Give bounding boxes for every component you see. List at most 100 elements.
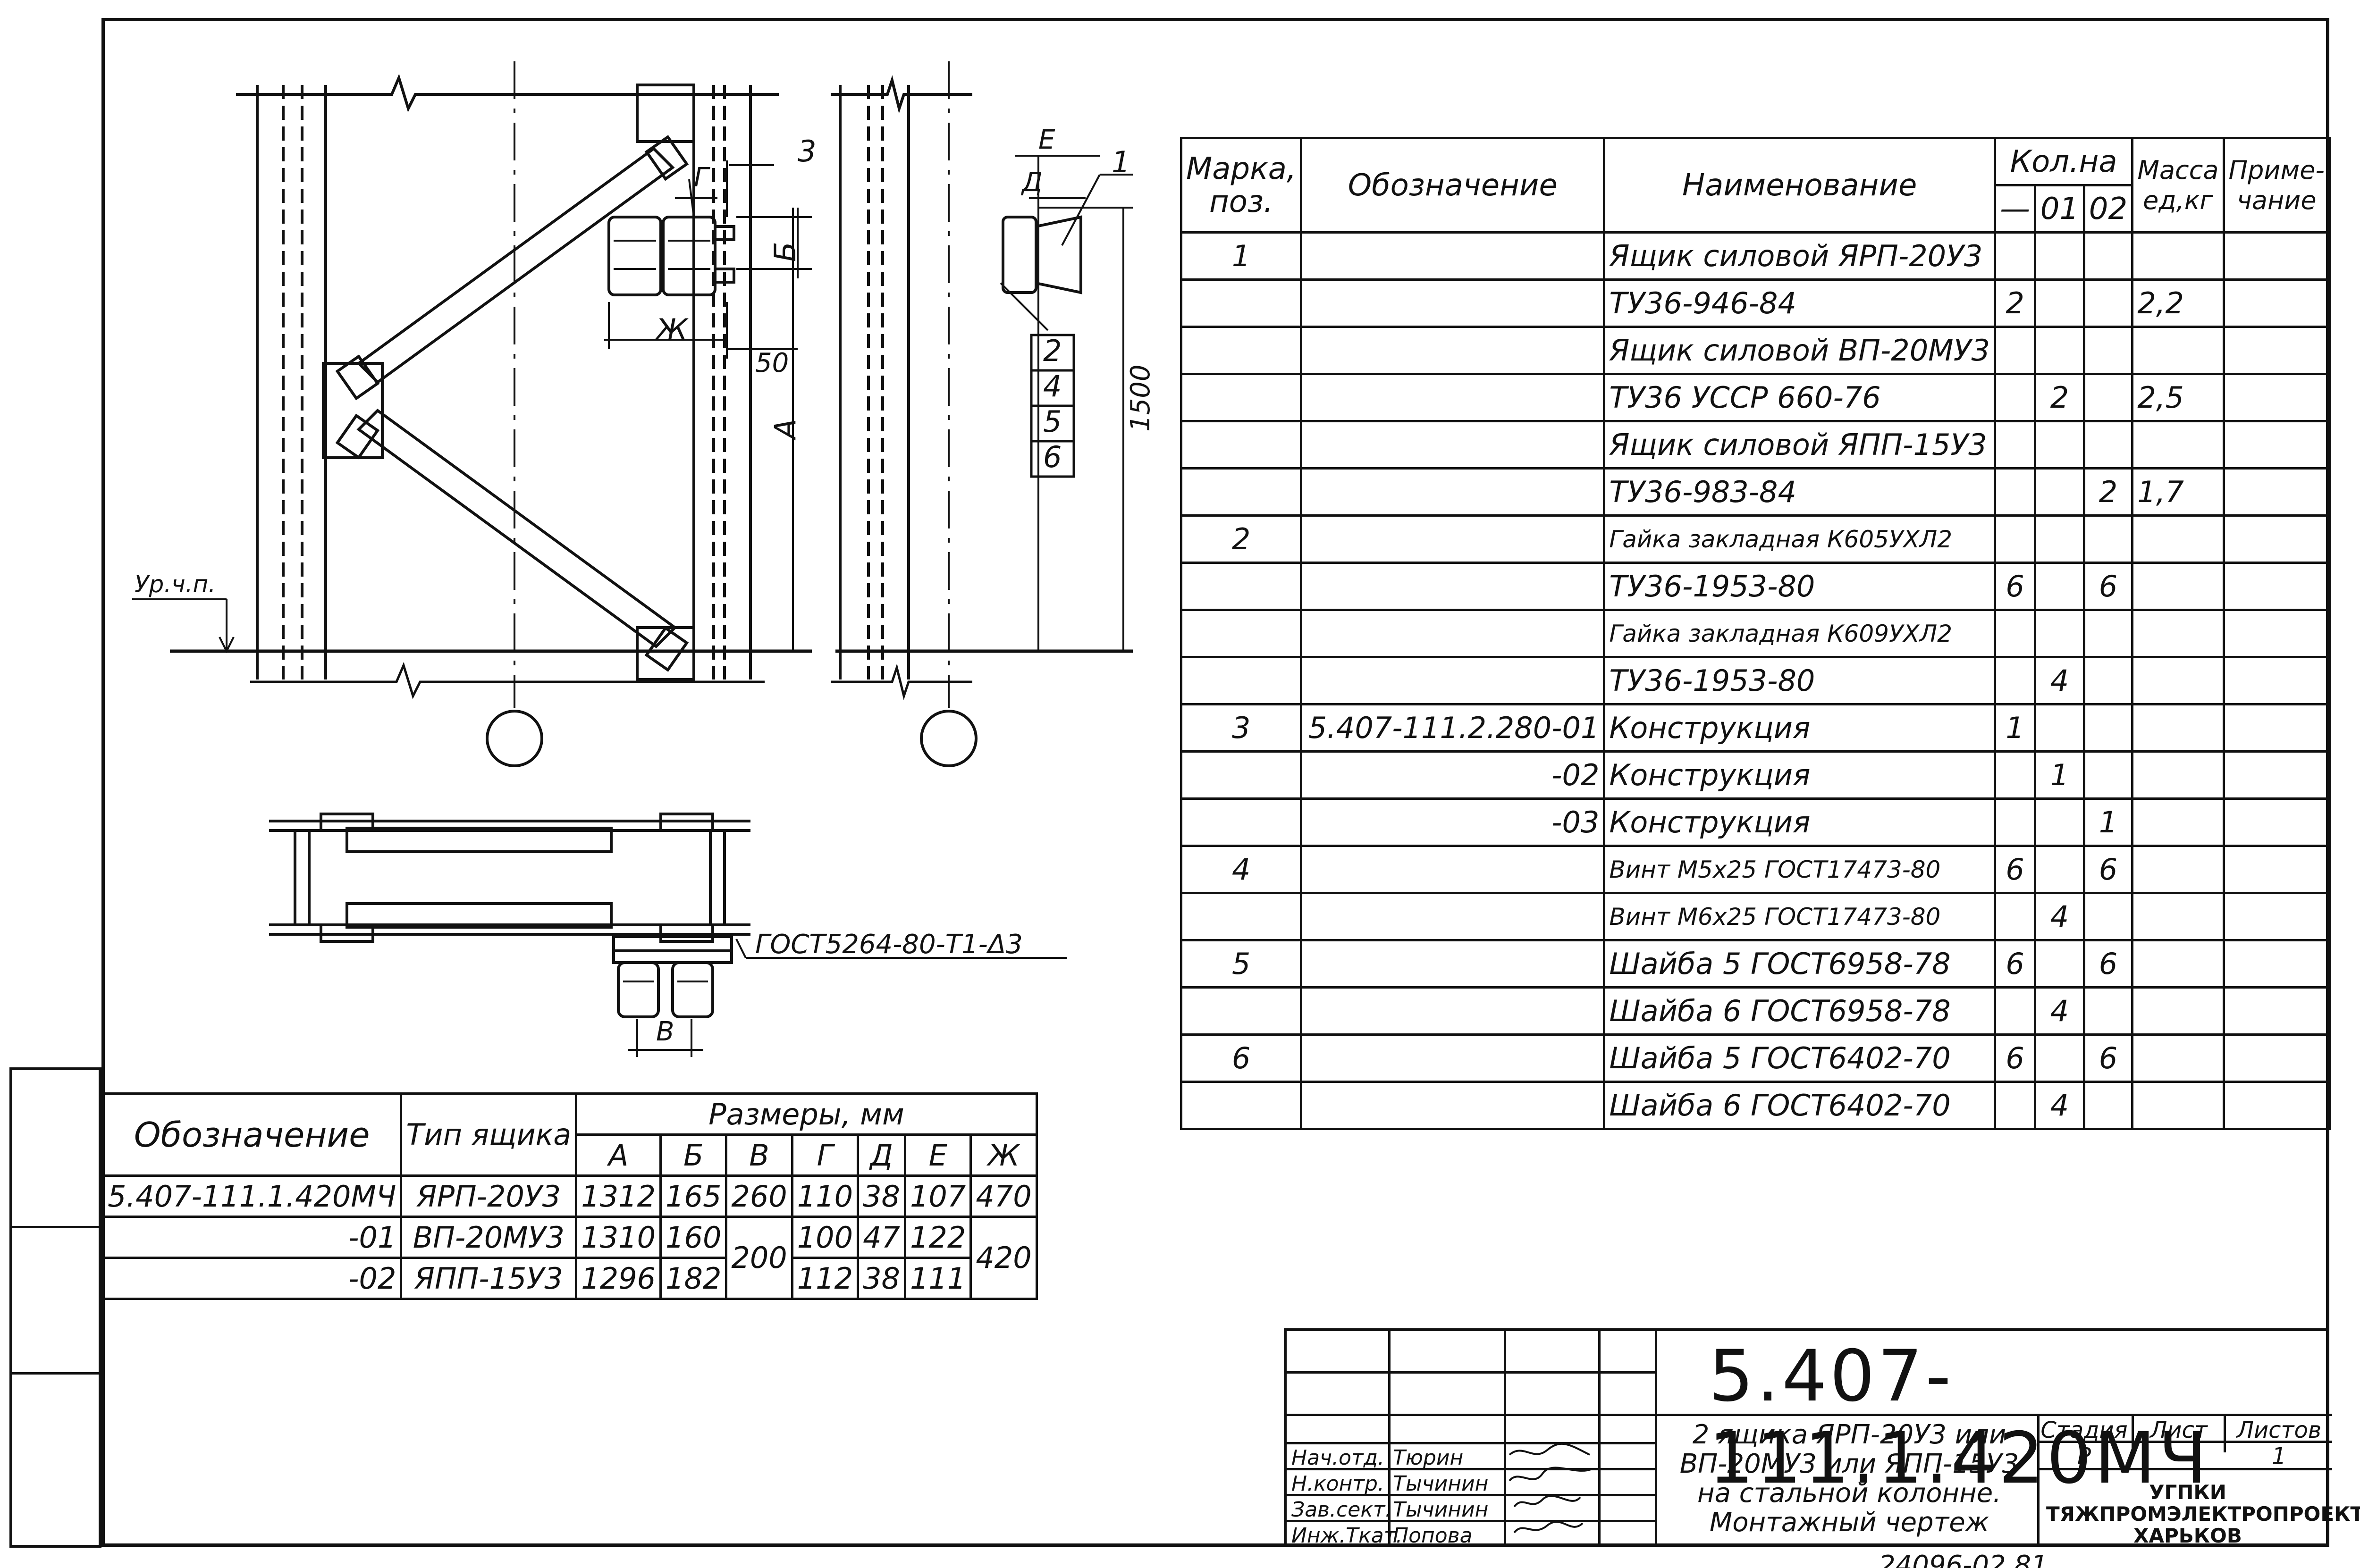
col-mass: Масса ед,кг — [2131, 137, 2225, 234]
plan-section: ГОСТ5264-80-Т1-Δ3 В — [269, 813, 1067, 1057]
spec-qty-base — [1993, 514, 2037, 564]
sizes-e: 122 — [903, 1216, 972, 1259]
org-line-1: УГПКИ — [2149, 1481, 2226, 1504]
spec-note — [2222, 467, 2331, 517]
spec-qty-base — [1993, 326, 2037, 375]
spec-qty-02 — [2082, 609, 2134, 658]
spec-qty-02 — [2082, 326, 2134, 375]
spec-note — [2222, 609, 2331, 658]
callout-1: 1 — [1112, 145, 1130, 179]
spec-designation — [1300, 467, 1606, 517]
spec-designation — [1300, 986, 1606, 1036]
spec-name: Гайка закладная К609УХЛ2 — [1603, 609, 1996, 658]
spec-qty-02: 2 — [2082, 467, 2134, 517]
sizes-row: -01 ВП-20МУ3 1310 160 200 100 47 122 420 — [101, 1216, 1038, 1300]
spec-qty-base: 6 — [1993, 1033, 2037, 1083]
spec-qty-01 — [2034, 420, 2085, 470]
spec-name: ТУ36-1953-80 — [1603, 562, 1996, 611]
spec-note — [2222, 939, 2331, 989]
callout-4: 4 — [1043, 369, 1062, 403]
spec-qty-01: 4 — [2034, 986, 2085, 1036]
spec-qty-02 — [2082, 231, 2134, 281]
spec-mark: 3 — [1180, 703, 1303, 753]
spec-note — [2222, 420, 2331, 470]
spec-designation — [1300, 562, 1606, 611]
spec-note — [2222, 562, 2331, 611]
col-qty-01: 01 — [2034, 184, 2085, 234]
sizes-v: 200 — [725, 1216, 793, 1300]
sizes-col-v: В — [725, 1133, 793, 1177]
sizes-designation: 5.407-111.1.420МЧ — [101, 1174, 403, 1218]
sizes-col-type: Тип ящика — [400, 1092, 578, 1177]
sizes-b: 165 — [659, 1174, 728, 1218]
sizes-e: 111 — [903, 1257, 972, 1300]
left-stamp-strip — [9, 1067, 101, 1548]
spec-name: Ящик силовой ЯРП-20У3 — [1603, 231, 1996, 281]
sizes-zh: 470 — [969, 1174, 1038, 1218]
sizes-g: 112 — [791, 1257, 860, 1300]
spec-designation — [1300, 656, 1606, 705]
spec-mass — [2131, 892, 2225, 941]
spec-qty-01: 1 — [2034, 750, 2085, 800]
dim-e-label: Е — [1038, 125, 1055, 155]
sizes-col-dims: Размеры, мм — [575, 1092, 1038, 1136]
spec-name: Шайба 5 ГОСТ6958-78 — [1603, 939, 1996, 989]
spec-note — [2222, 750, 2331, 800]
spec-note — [2222, 278, 2331, 328]
spec-qty-02: 6 — [2082, 562, 2134, 611]
sig-name-4: Попова — [1393, 1524, 1473, 1548]
sizes-v: 260 — [725, 1174, 793, 1218]
col-qty-02: 02 — [2082, 184, 2134, 234]
spec-mass — [2131, 703, 2225, 753]
org-line-3: ХАРЬКОВ — [2133, 1524, 2242, 1547]
spec-mass — [2131, 1033, 2225, 1083]
spec-note — [2222, 514, 2331, 564]
spec-mark — [1180, 892, 1303, 941]
spec-note — [2222, 326, 2331, 375]
spec-mark — [1180, 278, 1303, 328]
spec-name: Конструкция — [1603, 750, 1996, 800]
sizes-col-g: Г — [791, 1133, 860, 1177]
dim-50-label: 50 — [755, 348, 789, 378]
spec-name: Шайба 5 ГОСТ6402-70 — [1603, 1033, 1996, 1083]
spec-designation — [1300, 231, 1606, 281]
assembly-drawing: 3 Б Ж 50 А Г Ур.ч.п. Е Д 1 2 4 — [132, 61, 1156, 1057]
sizes-b: 160 — [659, 1216, 728, 1259]
spec-mass — [2131, 609, 2225, 658]
spec-qty-base — [1993, 420, 2037, 470]
spec-qty-01: 4 — [2034, 1081, 2085, 1130]
spec-mass — [2131, 420, 2225, 470]
spec-mark — [1180, 750, 1303, 800]
sizes-col-b: Б — [659, 1133, 728, 1177]
sheets-label: Листов — [2236, 1417, 2322, 1443]
sizes-b: 182 — [659, 1257, 728, 1300]
drawing-description: 2 ящика ЯРП-20У3 или ВП-20МУ3 или ЯПП-15… — [1679, 1419, 2019, 1538]
spec-qty-02 — [2082, 986, 2134, 1036]
spec-note — [2222, 1033, 2331, 1083]
sizes-g: 110 — [791, 1174, 860, 1218]
spec-name: ТУ36-946-84 — [1603, 278, 1996, 328]
col-designation: Обозначение — [1300, 137, 1606, 234]
spec-mass — [2131, 562, 2225, 611]
spec-qty-01 — [2034, 326, 2085, 375]
spec-designation: -02 — [1300, 750, 1606, 800]
col-note: Приме- чание — [2222, 137, 2331, 234]
spec-qty-base: 1 — [1993, 703, 2037, 753]
spec-mark — [1180, 373, 1303, 422]
sizes-g: 100 — [791, 1216, 860, 1259]
spec-mass: 2,2 — [2131, 278, 2225, 328]
spec-qty-01 — [2034, 467, 2085, 517]
spec-designation — [1300, 326, 1606, 375]
signature-scribbles — [1509, 1442, 1593, 1534]
dim-1500-label: 1500 — [1125, 364, 1156, 432]
spec-name: ТУ36 УССР 660-76 — [1603, 373, 1996, 422]
